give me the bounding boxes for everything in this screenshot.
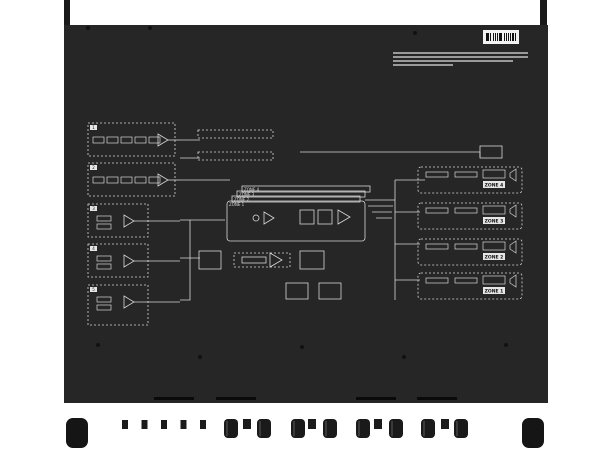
- toggle-switch[interactable]: [441, 419, 449, 429]
- vent-slot: [154, 397, 194, 400]
- speaker-icon: [509, 204, 517, 218]
- input-channel-5: 5: [87, 284, 180, 326]
- priority-switch: [197, 129, 274, 139]
- control-box: [198, 250, 222, 270]
- vent-slot: [216, 397, 256, 400]
- amp-icon: [123, 295, 135, 309]
- auto-priority-switch: [197, 151, 274, 161]
- zone-label: ZONE 2: [485, 255, 504, 261]
- toggle-switch[interactable]: [308, 419, 316, 429]
- channel-number: 4: [92, 246, 95, 251]
- selector-switch[interactable]: [122, 420, 128, 429]
- selector-switch[interactable]: [141, 420, 148, 429]
- rack-bracket-right: [540, 0, 547, 28]
- all-zones-box: [233, 252, 291, 268]
- amp-icon: [157, 133, 169, 147]
- speaker-icon: [509, 168, 517, 182]
- zone-output-zone-4: ZONE 4: [417, 166, 523, 194]
- input-channel-3: 3: [87, 203, 180, 238]
- speaker-icon: [509, 274, 517, 288]
- input-channel-2: 2: [87, 162, 180, 197]
- amp-icon: [157, 173, 169, 187]
- zone-stack-label: ZONE 4: [244, 187, 260, 192]
- barcode-label: [483, 30, 519, 44]
- zone-label: ZONE 3: [485, 219, 504, 225]
- zone-stack-label: ZONE 2: [234, 197, 250, 202]
- screws: [86, 26, 508, 359]
- amp-triangle: [263, 211, 275, 225]
- zone-output-zone-1: ZONE 1: [417, 272, 523, 300]
- zone-output-zone-3: ZONE 3: [417, 202, 523, 230]
- selector-switch[interactable]: [180, 420, 187, 429]
- vent-slot: [417, 397, 457, 400]
- channel-number: 3: [92, 206, 95, 211]
- speaker-icon: [509, 240, 517, 254]
- foot-left: [66, 418, 88, 448]
- spec-text: [393, 52, 528, 66]
- channel-number: 1: [92, 125, 95, 130]
- toggle-switch[interactable]: [243, 419, 251, 429]
- amp-icon: [123, 254, 135, 268]
- zone-output-zone-2: ZONE 2: [417, 238, 523, 266]
- zone-label: ZONE 1: [485, 289, 504, 295]
- input-channel-4: 4: [87, 243, 180, 278]
- zone-stack-label: ZONE 3: [239, 192, 255, 197]
- rack-bracket-left: [64, 0, 70, 28]
- selector-switch[interactable]: [200, 420, 206, 429]
- zone-stack-label: ZONE 1: [229, 202, 245, 207]
- channel-number: 5: [92, 287, 95, 292]
- channel-number: 2: [92, 165, 95, 170]
- selector-switch[interactable]: [161, 420, 167, 429]
- toggle-switch[interactable]: [374, 419, 382, 429]
- zone-block: [226, 200, 366, 242]
- amp-icon: [123, 214, 135, 228]
- input-channel-1: 1: [87, 122, 180, 157]
- zone-label: ZONE 4: [485, 183, 504, 189]
- vent-slot: [356, 397, 396, 400]
- foot-right: [522, 418, 544, 448]
- amplifier-chassis-top: [64, 25, 548, 403]
